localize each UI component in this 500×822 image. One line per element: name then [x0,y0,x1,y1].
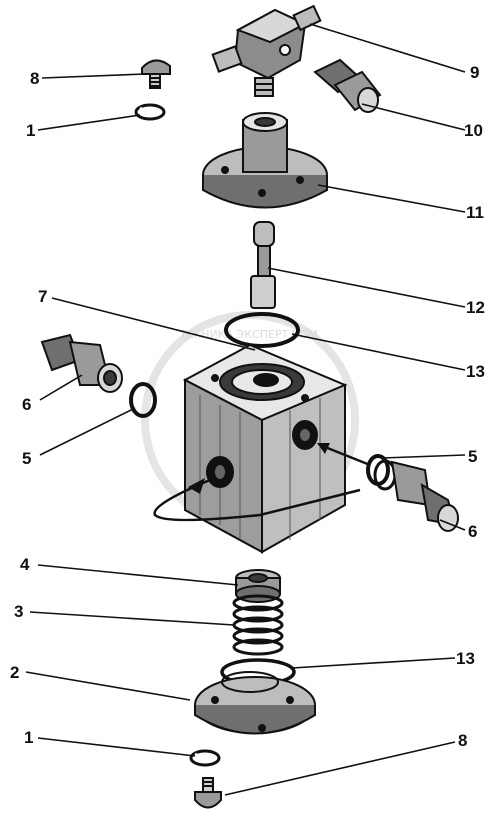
callout-12: 12 [466,298,485,317]
callout-1-top: 1 [26,121,35,140]
top-cover [202,112,328,209]
lock-washer-bottom [189,749,221,767]
callout-5-right: 5 [468,447,477,466]
watermark-text: ТЕХНИКА ЭКСПЕРТ.КОМ [179,328,318,341]
callout-1-bottom: 1 [24,728,33,747]
screw-top [141,59,171,89]
fitting-left [40,333,123,393]
callout-5-left: 5 [22,449,31,468]
o-ring-top [224,312,300,348]
callout-8-bottom: 8 [458,731,467,750]
valve-stem [250,221,276,309]
callout-9: 9 [470,63,479,82]
screw-bottom [194,777,222,809]
callouts: 8 1 9 10 11 7 12 13 6 5 5 6 4 3 13 2 1 8 [10,63,485,750]
callout-6-left: 6 [22,395,31,414]
bottom-cover [194,671,316,735]
fitting-right [390,460,459,532]
callout-8-top: 8 [30,69,39,88]
callout-4: 4 [20,555,30,574]
tee-fitting [211,4,322,97]
leader-lines [25,23,466,796]
washer-left [129,382,157,418]
callout-6-right: 6 [468,522,477,541]
callout-13-top: 13 [466,362,485,381]
callout-3: 3 [14,602,23,621]
callout-2: 2 [10,663,19,682]
callout-13-bottom: 13 [456,649,475,668]
union-fitting [313,58,382,113]
spring [232,594,284,656]
callout-11: 11 [466,203,484,222]
callout-7: 7 [38,287,47,306]
flow-arrows [153,443,371,522]
lock-washer-top [134,103,166,121]
callout-10: 10 [464,121,483,140]
